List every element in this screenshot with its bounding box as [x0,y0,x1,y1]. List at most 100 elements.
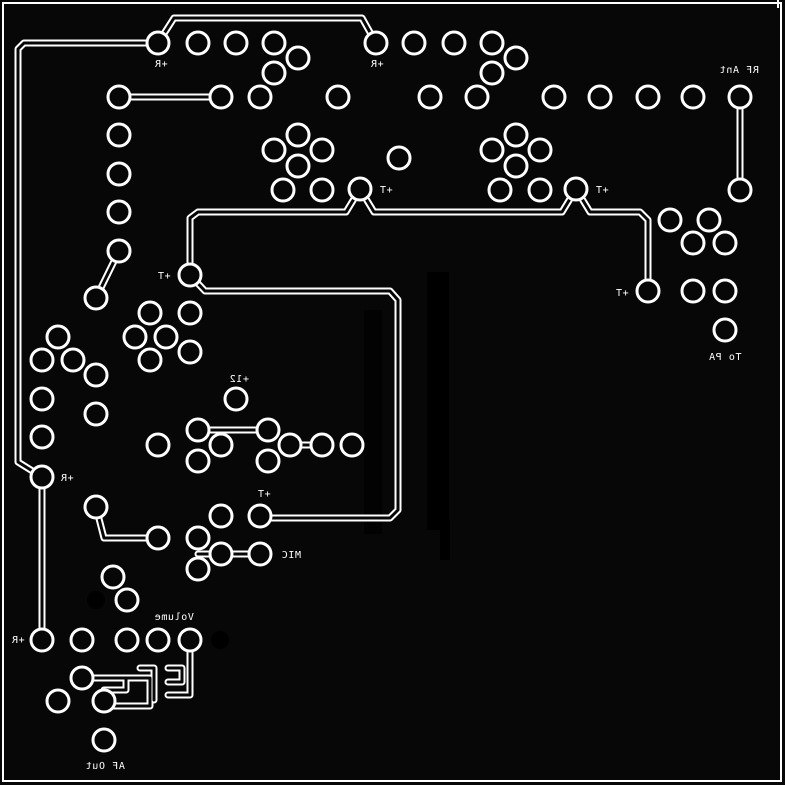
solder-pad [479,60,505,86]
solder-pad [347,176,373,202]
solder-pad [635,84,661,110]
solder-pad [137,347,163,373]
solder-pad [114,627,140,653]
solder-pad [69,627,95,653]
mounting-hole [87,591,105,609]
label-plus-r-bottom-left: +R [11,635,25,646]
solder-pad [83,494,109,520]
solder-pad [145,627,171,653]
solder-pad [277,432,303,458]
solder-pad [91,688,117,714]
solder-pad [417,84,443,110]
solder-pad [680,84,706,110]
solder-pad [309,432,335,458]
solder-pad [503,122,529,148]
solder-pad [106,84,132,110]
solder-pad [487,177,513,203]
solder-pad [401,30,427,56]
label-rf-ant: RF Ant [719,65,759,76]
solder-pad [185,417,211,443]
solder-pad [69,665,95,691]
solder-pad [83,362,109,388]
solder-pad [177,262,203,288]
label-plus-t-left: +T [157,271,170,282]
solder-pad [635,278,661,304]
mounting-hole [211,631,229,649]
solder-pad [83,285,109,311]
solder-pad [339,432,365,458]
solder-pad [122,324,148,350]
solder-pad [29,347,55,373]
solder-pad [106,238,132,264]
pads [29,30,753,753]
label-plus-r-mid-left: +R [60,473,74,484]
solder-pad [114,587,140,613]
solder-pad [185,448,211,474]
label-plus-t-center: +T [379,185,392,196]
solder-pad [223,386,249,412]
solder-pad [247,503,273,529]
solder-pad [145,432,171,458]
solder-pad [261,30,287,56]
solder-pad [106,161,132,187]
solder-pad [60,347,86,373]
solder-pad [177,300,203,326]
solder-pad [29,627,55,653]
solder-pad [185,30,211,56]
solder-pad [255,417,281,443]
solder-pad [285,122,311,148]
silkscreen-labels: +R +R RF Ant +T +T +T +T To PA +12 +R +T… [11,59,759,772]
solder-pad [541,84,567,110]
solder-pad [696,207,722,233]
solder-pad [177,339,203,365]
solder-pad [527,137,553,163]
solder-pad [29,424,55,450]
solder-pad [503,45,529,71]
label-plus-r-top-center: +R [370,59,384,70]
solder-pad [680,230,706,256]
solder-pad [680,278,706,304]
copper-region [427,272,449,530]
solder-pad [270,177,296,203]
label-plus-12v: +12 [229,374,249,385]
solder-pad [208,541,234,567]
label-plus-r-top-left: +R [154,59,168,70]
solder-pad [285,45,311,71]
copper-region [364,310,382,534]
solder-pad [145,525,171,551]
solder-pad [208,84,234,110]
solder-pad [386,145,412,171]
solder-pad [29,386,55,412]
solder-pad [325,84,351,110]
solder-pad [503,153,529,179]
solder-pad [208,503,234,529]
label-plus-t-right: +T [595,185,608,196]
solder-pad [479,30,505,56]
solder-pad [441,30,467,56]
solder-pad [712,278,738,304]
solder-pad [137,300,163,326]
solder-pad [106,122,132,148]
solder-pad [177,627,203,653]
solder-pad [145,30,171,56]
solder-pad [247,84,273,110]
solder-pad [363,30,389,56]
label-to-pa: To PA [708,352,741,363]
solder-pad [727,177,753,203]
copper-region [440,520,450,560]
solder-pad [106,199,132,225]
solder-pad [45,324,71,350]
solder-pad [479,137,505,163]
solder-pad [309,177,335,203]
solder-pad [185,525,211,551]
label-volume: Volume [154,612,194,623]
solder-pad [285,153,311,179]
solder-pad [45,688,71,714]
solder-pad [100,564,126,590]
solder-pad [587,84,613,110]
solder-pad [255,448,281,474]
solder-pad [527,177,553,203]
solder-pad [153,324,179,350]
